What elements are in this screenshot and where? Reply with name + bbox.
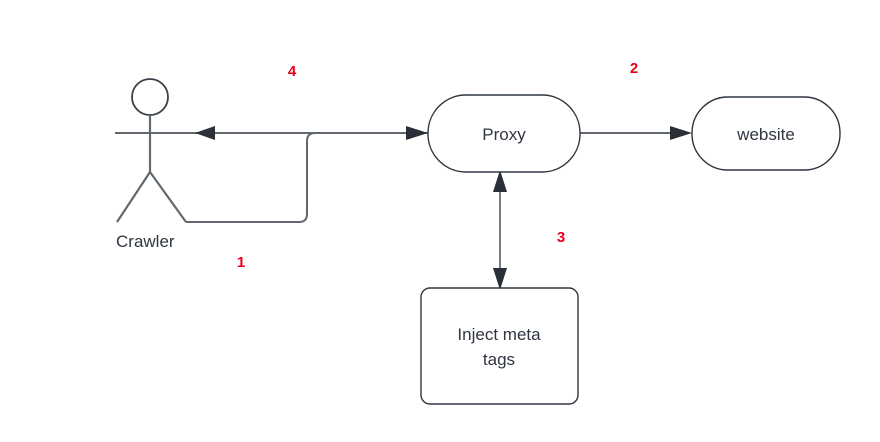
website-label: website (736, 125, 795, 144)
node-website[interactable]: website (691, 96, 841, 171)
inject-meta-tags-shape (420, 287, 579, 405)
arrow-head-to-proxy (406, 126, 428, 140)
step-label-4: 4 (288, 63, 297, 80)
connector-crawler-to-proxy (186, 126, 428, 223)
website-shape (691, 96, 841, 171)
arrow-head-to-crawler (195, 126, 215, 140)
inject-meta-tags-label-line1: Inject meta (457, 325, 541, 344)
node-crawler[interactable]: Crawler (116, 78, 187, 251)
proxy-shape (427, 94, 581, 173)
arrow-head-to-proxy-up (493, 170, 507, 192)
arrow-head-to-inject-down (493, 268, 507, 290)
step-label-3: 3 (557, 229, 565, 246)
connector-proxy-to-website (580, 126, 692, 140)
inject-meta-tags-label-line2: tags (483, 350, 515, 369)
node-proxy[interactable]: Proxy (427, 94, 581, 173)
crawler-right-leg-line (149, 171, 187, 223)
arrow-head-to-website (670, 126, 692, 140)
step-label-2: 2 (630, 60, 638, 77)
crawler-left-leg-line (116, 171, 151, 223)
node-inject-meta-tags[interactable]: Inject meta tags (420, 287, 579, 405)
step-label-1: 1 (237, 254, 245, 271)
connector-crawler-to-proxy-line (186, 132, 418, 223)
crawler-head-icon (131, 78, 169, 116)
proxy-label: Proxy (482, 125, 526, 144)
crawler-label: Crawler (116, 232, 175, 251)
connector-proxy-to-inject (493, 170, 507, 290)
